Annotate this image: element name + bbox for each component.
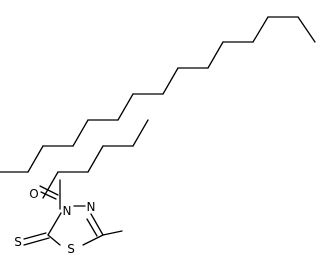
- co-double-bond-a: [40, 191, 57, 200]
- alkyl-chain: [0, 16, 316, 173]
- co-double-bond-b: [39, 185, 59, 196]
- c2-s-thione-double-bond-inner: [23, 237, 50, 246]
- carbonyl-oxygen-label: O: [29, 187, 38, 201]
- c5-methyl-bond: [102, 230, 123, 236]
- acyl-core: [39, 179, 61, 210]
- chain-bond: [252, 16, 269, 43]
- ring-sulfur-label: S: [67, 242, 75, 256]
- chain-bond: [297, 16, 316, 43]
- c2-n3-bond: [47, 212, 62, 236]
- chain-bond: [72, 119, 89, 147]
- chain-bond: [117, 93, 134, 121]
- carbonyl-group: [42, 119, 149, 199]
- thiadiazole-ring: [23, 205, 123, 246]
- s1-c2-bond: [47, 234, 61, 246]
- ring-nitrogen-3-label: N: [63, 204, 72, 218]
- ring-nitrogen-4-label: N: [87, 200, 96, 214]
- n4-c5-double-bond-inner: [86, 218, 98, 237]
- thione-sulfur-label: S: [14, 235, 22, 249]
- chain-bond: [162, 67, 179, 95]
- carbonyl-to-chain-bond: [87, 145, 104, 173]
- c2-s-thione-double-bond: [23, 232, 47, 240]
- carbonyl-to-chain-bond: [132, 119, 149, 147]
- chain-bond: [27, 145, 44, 173]
- n4-c5-double-bond: [90, 213, 104, 236]
- c5-s1-bond: [82, 234, 104, 246]
- chain-bond: [207, 41, 224, 69]
